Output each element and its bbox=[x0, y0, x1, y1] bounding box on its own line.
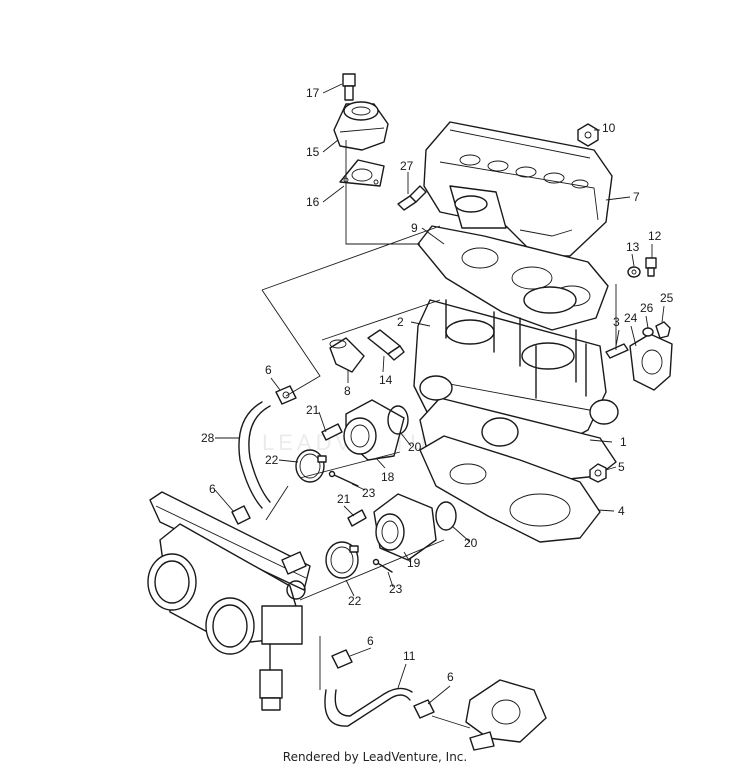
part-23-screw-upper bbox=[328, 470, 359, 487]
part-14-sensor bbox=[367, 329, 405, 361]
part-22-clamp-upper bbox=[295, 449, 327, 483]
part-26-washer bbox=[642, 327, 654, 337]
callout-leaders bbox=[214, 83, 665, 705]
callout-18: 18 bbox=[381, 470, 395, 484]
part-17-bolt bbox=[342, 73, 356, 101]
part-27-sensor bbox=[397, 185, 427, 211]
part-16-gasket bbox=[339, 159, 385, 187]
callout-6-top: 6 bbox=[265, 363, 272, 377]
callout-17: 17 bbox=[306, 86, 320, 100]
credit-line: Rendered by LeadVenture, Inc. bbox=[282, 750, 468, 764]
part-20-oring-upper bbox=[387, 405, 409, 435]
callout-2: 2 bbox=[397, 315, 404, 329]
part-15-thermostat-housing bbox=[333, 101, 389, 151]
callout-23-lower: 23 bbox=[389, 582, 403, 596]
callout-5: 5 bbox=[618, 460, 625, 474]
callout-7: 7 bbox=[633, 190, 640, 204]
part-24-cover bbox=[629, 333, 673, 391]
callout-28: 28 bbox=[201, 431, 215, 445]
part-25-nut bbox=[655, 321, 671, 339]
callout-6-right: 6 bbox=[447, 670, 454, 684]
part-8-sleeve bbox=[329, 337, 365, 373]
callout-13: 13 bbox=[626, 240, 640, 254]
callout-11: 11 bbox=[403, 649, 416, 663]
callout-10: 10 bbox=[602, 121, 616, 135]
sensor-connector bbox=[259, 643, 283, 711]
callout-22-upper: 22 bbox=[265, 453, 279, 467]
callout-26: 26 bbox=[640, 301, 654, 315]
callout-16: 16 bbox=[306, 195, 320, 209]
callout-14: 14 bbox=[379, 373, 393, 387]
callout-23-upper: 23 bbox=[362, 486, 376, 500]
callout-9: 9 bbox=[411, 221, 418, 235]
part-20-oring-lower bbox=[435, 501, 457, 531]
part-5-nut bbox=[589, 463, 607, 483]
part-28-hose bbox=[238, 401, 271, 509]
callout-24: 24 bbox=[624, 311, 638, 325]
callout-20-upper: 20 bbox=[408, 440, 422, 454]
part-23-screw-lower bbox=[372, 558, 393, 573]
part-19-intake-boot-lower bbox=[373, 493, 437, 561]
callout-22-lower: 22 bbox=[348, 594, 362, 608]
callout-3: 3 bbox=[613, 315, 620, 329]
callout-1: 1 bbox=[620, 435, 627, 449]
throttle-body-assembly bbox=[147, 491, 311, 655]
part-21-bolt-lower bbox=[347, 509, 367, 527]
callout-6-lower: 6 bbox=[367, 634, 374, 648]
part-7-cylinder-head bbox=[423, 121, 613, 257]
part-6-clamp-right bbox=[413, 699, 435, 719]
callout-15: 15 bbox=[306, 145, 320, 159]
guide-lines bbox=[261, 140, 617, 729]
part-6-clamp-left bbox=[231, 505, 251, 525]
part-18-intake-boot-upper bbox=[343, 399, 405, 461]
callout-6-left: 6 bbox=[209, 482, 216, 496]
callout-21-upper: 21 bbox=[306, 403, 320, 417]
callout-12: 12 bbox=[648, 229, 662, 243]
part-3-stud bbox=[605, 343, 629, 359]
callout-21-lower: 21 bbox=[337, 492, 351, 506]
callout-4: 4 bbox=[618, 504, 625, 518]
water-pump bbox=[465, 679, 547, 751]
part-13-washer bbox=[627, 266, 641, 278]
part-6-clamp-lower bbox=[331, 649, 353, 669]
part-22-clamp-lower bbox=[325, 541, 359, 579]
part-21-bolt-upper bbox=[321, 423, 343, 441]
part-10-nut bbox=[577, 123, 599, 147]
callout-8: 8 bbox=[344, 384, 351, 398]
callout-25: 25 bbox=[660, 291, 674, 305]
part-12-bolt bbox=[645, 257, 657, 277]
part-6-clamp-top bbox=[275, 385, 297, 405]
part-4-base-gasket bbox=[419, 435, 601, 543]
callout-19: 19 bbox=[407, 556, 421, 570]
part-11-hose bbox=[324, 687, 413, 727]
callout-27: 27 bbox=[400, 159, 414, 173]
